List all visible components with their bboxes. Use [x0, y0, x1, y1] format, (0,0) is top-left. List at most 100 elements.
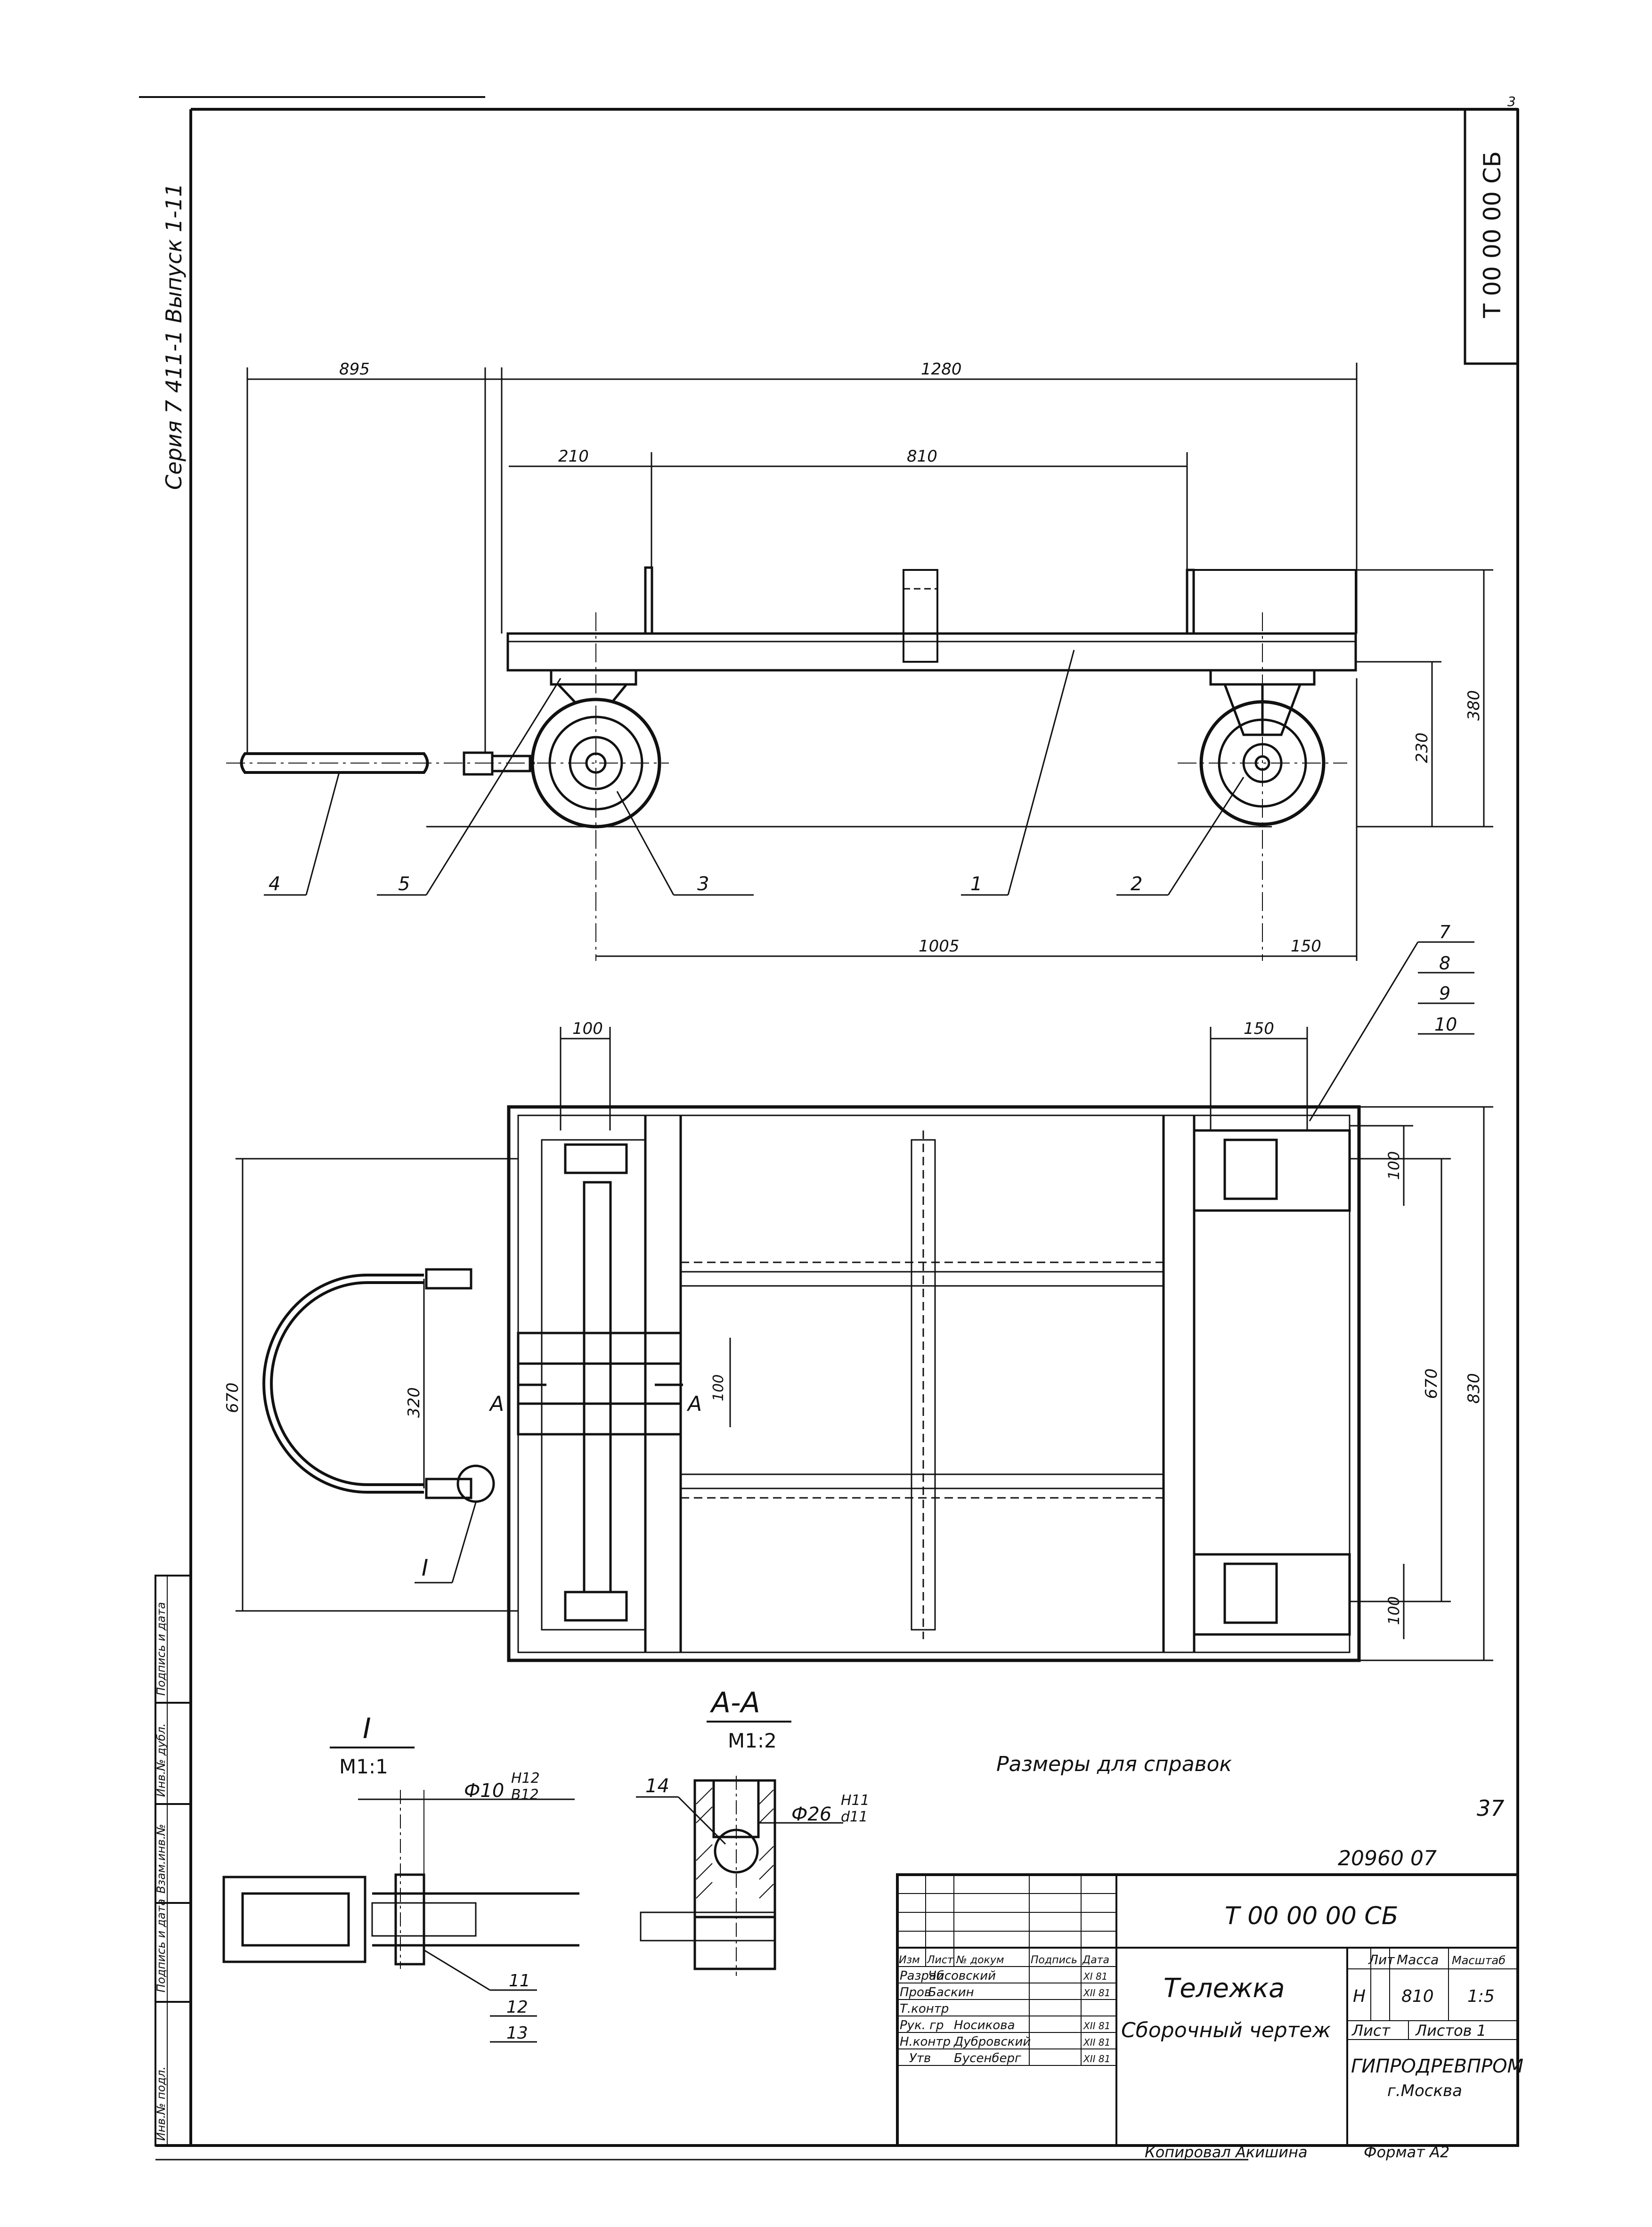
section-title: А-А	[709, 1686, 760, 1719]
note-reference-dims: Размеры для справок	[996, 1752, 1232, 1776]
callout-10: 10	[1434, 1014, 1457, 1035]
tb-role-1: Пров	[900, 1985, 931, 1999]
callout-7: 7	[1439, 922, 1450, 943]
tb-lists-label: Листов 1	[1415, 2022, 1486, 2040]
tb-date-4: XII 81	[1083, 2037, 1110, 2048]
tb-list-label: Лист	[1351, 2022, 1391, 2040]
tb-code: Т 00 00 00 СБ	[1225, 1902, 1398, 1930]
dim-320: 320	[405, 1387, 423, 1418]
callout-8: 8	[1439, 953, 1450, 974]
tb-doc-type: Сборочный чертеж	[1121, 2018, 1331, 2042]
tb-format: Формат А2	[1364, 2143, 1449, 2161]
section-fit-bot: d11	[841, 1809, 868, 1825]
tb-role-2: Т.контр	[900, 2002, 949, 2016]
callout-13: 13	[506, 2024, 528, 2043]
callout-I: I	[422, 1555, 428, 1581]
section-mark-a-left: А	[488, 1392, 504, 1416]
detail-I: I М1:1 Ф10 H12 B12 11 12 13	[222, 1712, 579, 2043]
dim-830: 830	[1465, 1373, 1483, 1404]
callout-1: 1	[970, 873, 982, 895]
detail-scale: М1:1	[339, 1755, 388, 1778]
dim-810: 810	[907, 447, 937, 466]
tb-mass-val: 810	[1401, 1987, 1434, 2006]
dim-210: 210	[558, 447, 589, 466]
plan-view	[262, 1105, 1361, 1662]
tb-role-3: Рук. гр	[900, 2018, 944, 2032]
tb-mass-hdr: Масса	[1397, 1952, 1439, 1967]
callout-stack-7-10	[1309, 941, 1474, 1122]
detail-dia: Ф10	[464, 1780, 504, 1802]
tb-role-5: Утв	[909, 2051, 931, 2065]
side-stamp-4: Подпись и дата	[155, 1602, 168, 1696]
tb-city: г.Москва	[1387, 2081, 1462, 2100]
dim-150-side: 150	[1291, 937, 1321, 956]
dim-670-left: 670	[223, 1382, 242, 1413]
callout-4: 4	[269, 873, 280, 895]
section-scale: М1:2	[728, 1729, 777, 1752]
page-number: 3	[1507, 94, 1516, 109]
tb-copied: Копировал Акишина	[1145, 2143, 1308, 2161]
series-text: Серия 7 411-1 Выпуск 1-11	[161, 183, 187, 490]
tb-hdr-ndok: № докум	[956, 1954, 1004, 1966]
tb-org: ГИПРОДРЕВПРОМ	[1351, 2056, 1523, 2077]
callout-14: 14	[645, 1775, 669, 1797]
tb-name-0: Чисовский	[928, 1969, 996, 1983]
callout-11: 11	[509, 1971, 530, 1991]
callout-3: 3	[697, 873, 709, 895]
tb-name-5: Бусенберг	[954, 2051, 1021, 2065]
plan-view-hidden-lines	[681, 1130, 1164, 1639]
plan-view-dimensions	[236, 1027, 1493, 1661]
dim-150-top-right: 150	[1244, 1019, 1274, 1038]
tb-name-1: Баскин	[928, 1985, 974, 1999]
tb-name-4: Дубровский	[953, 2035, 1031, 2049]
side-view-leaders	[264, 650, 1245, 896]
dim-380: 380	[1465, 690, 1483, 721]
title-block	[896, 1873, 1519, 2147]
tb-hdr-data: Дата	[1082, 1954, 1109, 1966]
tb-name: Тележка	[1164, 1973, 1285, 2004]
tb-name-3: Носикова	[954, 2018, 1015, 2032]
callout-5: 5	[398, 873, 410, 895]
dim-1280: 1280	[921, 360, 962, 379]
tb-hdr-podp: Подпись	[1031, 1954, 1077, 1966]
dim-670-right: 670	[1422, 1368, 1441, 1399]
detail-fit-top: H12	[511, 1770, 540, 1787]
tb-date-5: XII 81	[1083, 2053, 1110, 2064]
tb-lit-val: Н	[1353, 1987, 1366, 2006]
tb-role-4: Н.контр	[900, 2035, 951, 2049]
callout-9: 9	[1439, 983, 1450, 1004]
detail-fit-bot: B12	[511, 1787, 539, 1803]
side-stamp-2: Взам.инв.№	[155, 1824, 168, 1894]
tb-scale-hdr: Масштаб	[1452, 1954, 1506, 1967]
tb-date-1: XII 81	[1083, 1987, 1110, 1999]
side-view-dimensions	[246, 363, 1493, 961]
dim-100-right-top: 100	[1385, 1151, 1403, 1180]
top-code-text: Т 00 00 00 СБ	[1479, 151, 1506, 318]
side-stamp	[155, 1575, 192, 2146]
top-code-box: Т 00 00 00 СБ	[1464, 108, 1519, 365]
archive-number: 20960 07	[1338, 1846, 1437, 1870]
dim-100-center: 100	[710, 1374, 727, 1401]
side-view	[226, 566, 1357, 961]
sheet-frame	[139, 96, 1519, 2161]
tb-scale-val: 1:5	[1467, 1987, 1495, 2006]
side-stamp-3: Инв.№ дубл.	[155, 1723, 168, 1797]
tb-lit-hdr: Лит	[1368, 1952, 1395, 1967]
section-mark-a-right: А	[686, 1392, 702, 1416]
callout-2: 2	[1131, 873, 1142, 895]
tb-hdr-list: Лист	[927, 1954, 954, 1966]
page-37: 37	[1477, 1796, 1505, 1821]
side-stamp-1: Подпись и дата	[155, 1899, 168, 1992]
section-fit-top: H11	[841, 1792, 870, 1809]
tb-date-0: XI 81	[1083, 1971, 1107, 1982]
tb-role-0: Разраб	[900, 1969, 944, 1983]
section-dia: Ф26	[791, 1804, 831, 1825]
callout-12: 12	[506, 1998, 528, 2017]
dim-1005: 1005	[919, 937, 960, 956]
side-stamp-0: Инв.№ подл.	[155, 2066, 168, 2141]
dim-895: 895	[339, 360, 370, 379]
tb-hdr-izm: Изм	[899, 1954, 920, 1966]
dim-100-right-bottom: 100	[1385, 1596, 1403, 1625]
dim-230: 230	[1413, 732, 1432, 763]
